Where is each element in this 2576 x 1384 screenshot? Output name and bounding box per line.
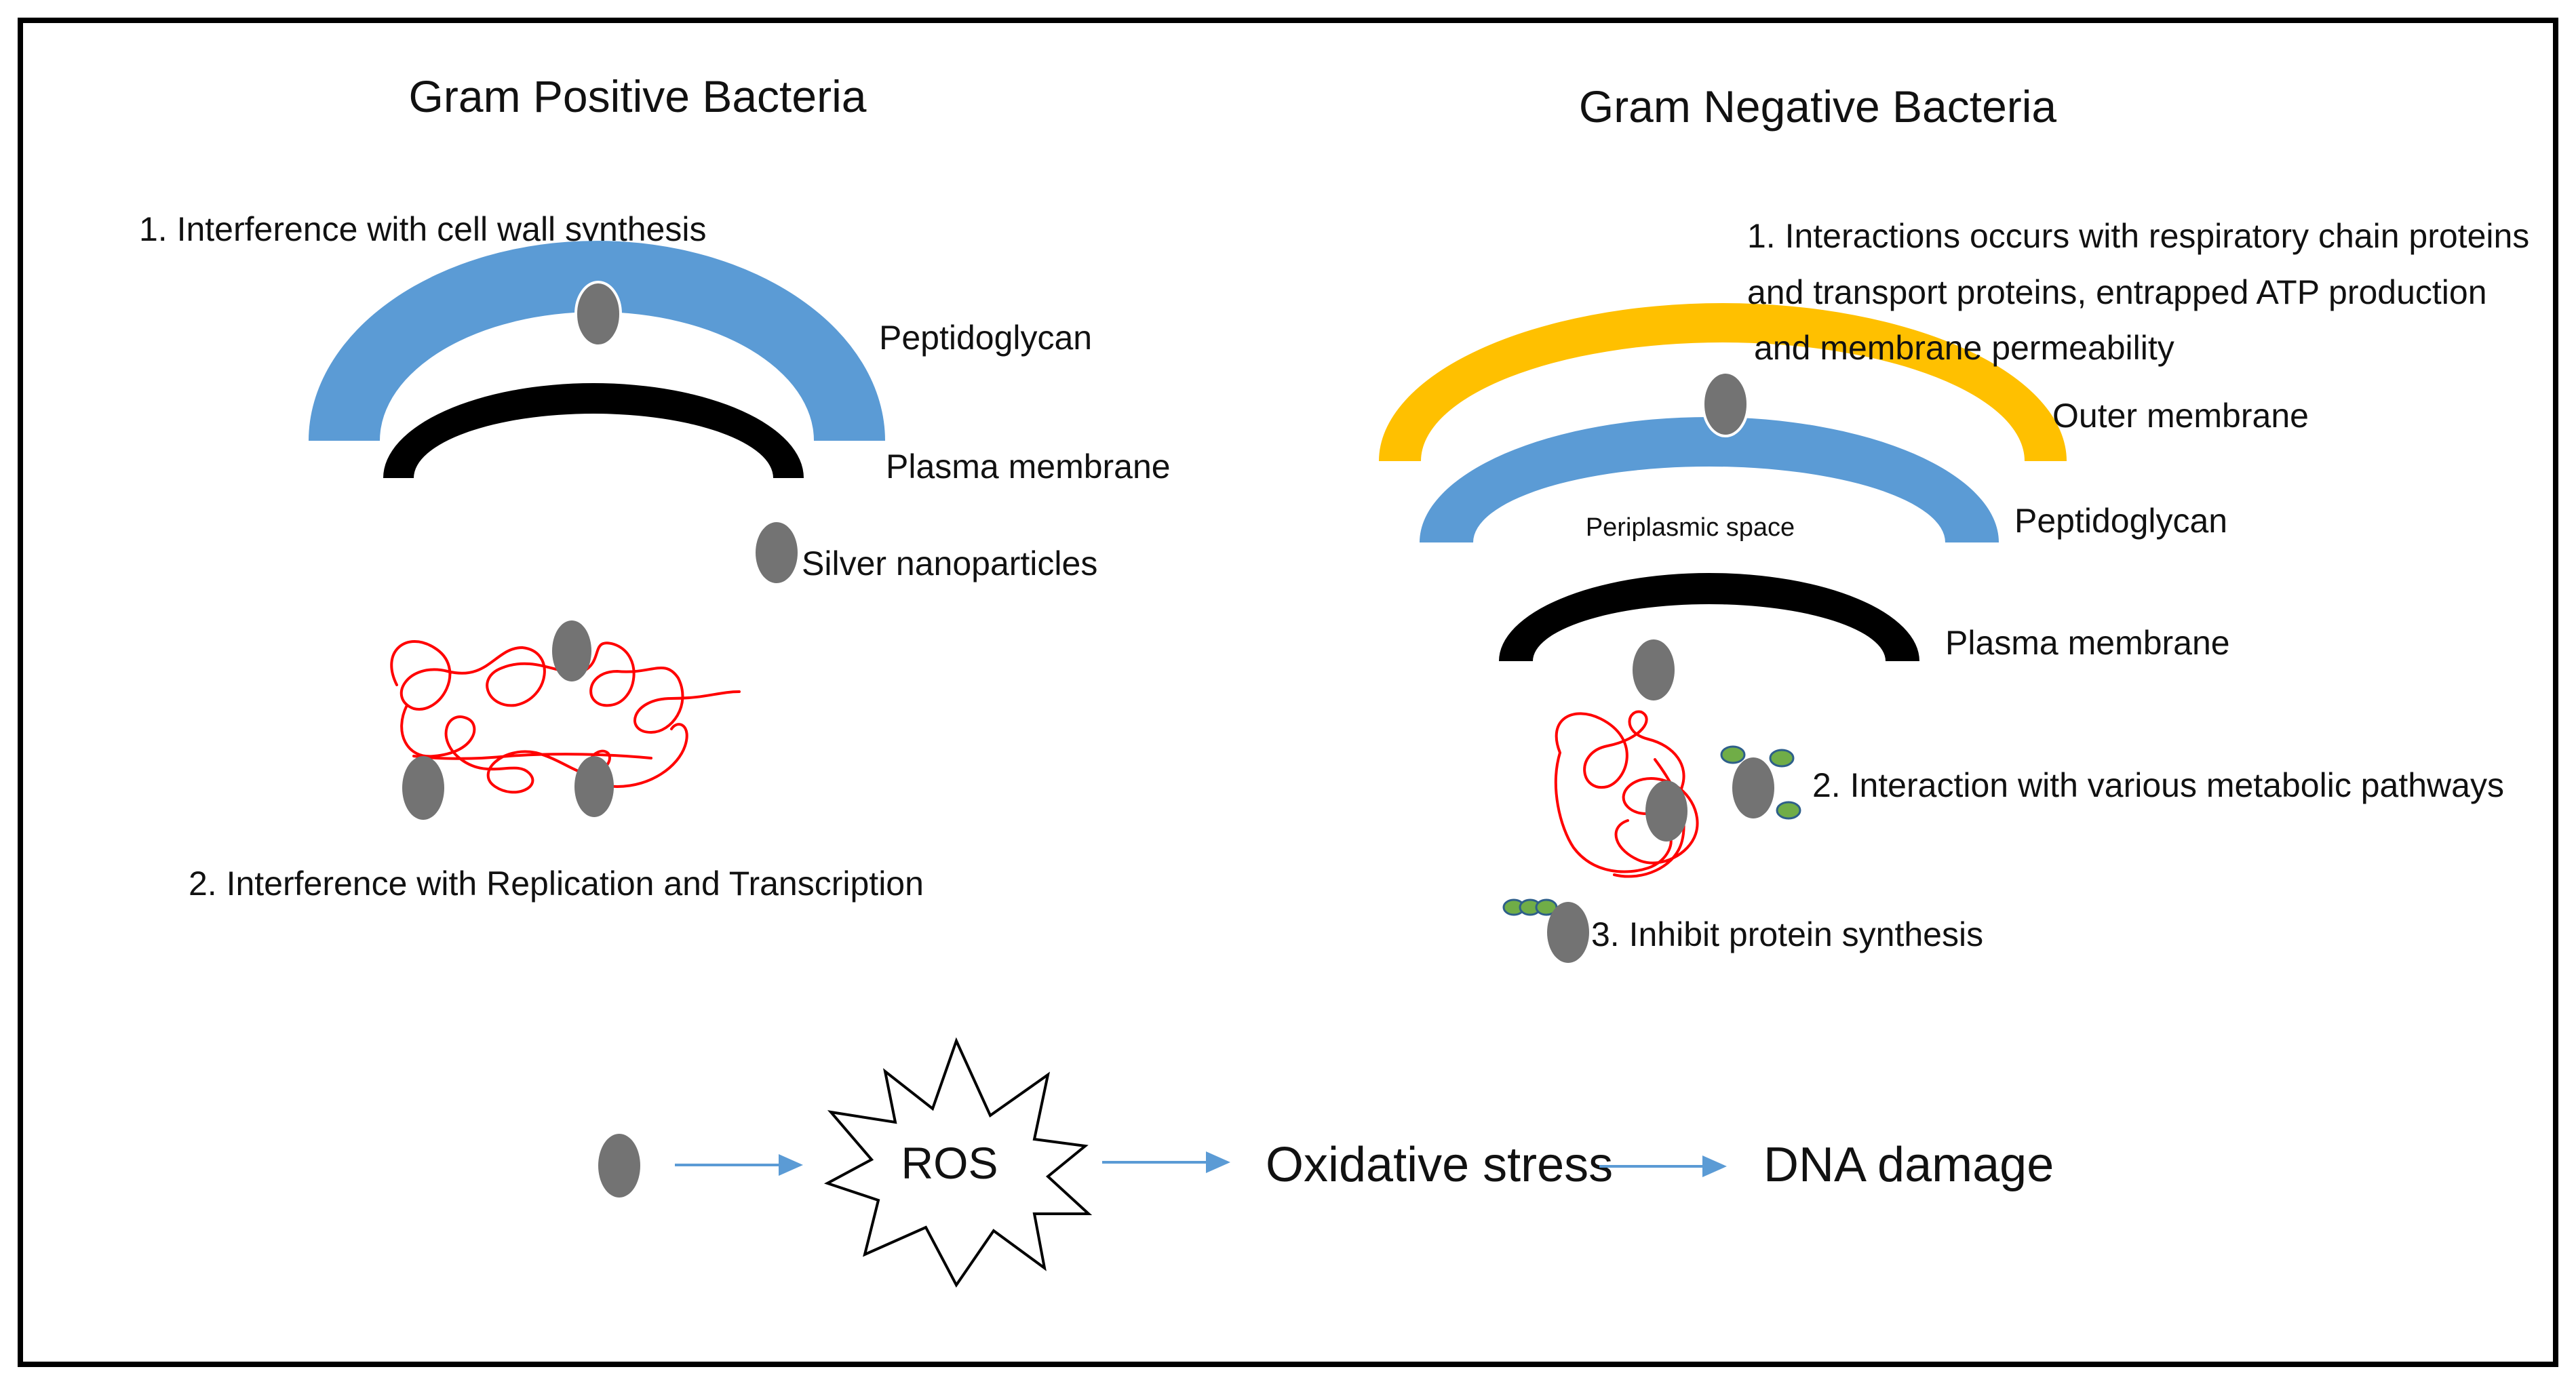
- figure-border: [18, 18, 2558, 1367]
- gp-nanoparticle-legend-label: Silver nanoparticles: [802, 545, 1097, 582]
- gn-mechanism-1-line-1: 1. Interactions occurs with respiratory …: [1747, 217, 2529, 255]
- gn-protein-nanoparticle-icon: [1547, 902, 1589, 963]
- gp-mechanism-2-text: 2. Interference with Replication and Tra…: [189, 865, 924, 903]
- gram-negative-panel: Gram Negative Bacteria 1. Interactions o…: [1379, 81, 2529, 963]
- gn-outer-membrane-label: Outer membrane: [2052, 397, 2309, 435]
- gn-periplasmic-space-label: Periplasmic space: [1586, 513, 1795, 542]
- gram-positive-title: Gram Positive Bacteria: [409, 71, 867, 121]
- oxidative-stress-label: Oxidative stress: [1266, 1138, 1613, 1192]
- gram-positive-panel: Gram Positive Bacteria 1. Interference w…: [139, 71, 1171, 903]
- gp-plasma-membrane-layer: [383, 383, 804, 478]
- legend-nanoparticle-icon: [756, 522, 798, 583]
- gn-mechanism-1-line-2: and transport proteins, entrapped ATP pr…: [1747, 273, 2487, 311]
- gn-mechanism-2-text: 2. Interaction with various metabolic pa…: [1812, 766, 2504, 804]
- gram-negative-title: Gram Negative Bacteria: [1579, 81, 2057, 132]
- ros-burst-shape: [823, 1037, 1093, 1288]
- gn-membrane-nanoparticle-icon: [1702, 371, 1749, 437]
- gn-mechanism-1-line-3: and membrane permeability: [1754, 329, 2174, 367]
- enzyme-icon: [1720, 745, 1746, 764]
- gn-dna-nanoparticle-icon-1: [1633, 639, 1675, 700]
- gn-plasma-membrane-layer: [1499, 573, 1919, 661]
- pathway-nanoparticle-icon: [598, 1134, 640, 1198]
- gp-peptidoglycan-label: Peptidoglycan: [879, 319, 1092, 357]
- enzyme-icon: [1769, 749, 1795, 768]
- gn-outer-membrane-layer: [1379, 303, 2067, 461]
- gn-peptidoglycan-layer: [1420, 417, 1999, 542]
- dna-damage-label: DNA damage: [1763, 1138, 2054, 1192]
- ros-label: ROS: [901, 1138, 998, 1188]
- gp-peptidoglycan-layer: [309, 241, 885, 441]
- enzyme-icon: [1776, 801, 1801, 820]
- gp-dna-nanoparticle-icon-3: [574, 756, 614, 817]
- gn-peptidoglycan-label: Peptidoglycan: [2014, 502, 2227, 540]
- gn-dna-nanoparticle-icon-2: [1645, 780, 1687, 842]
- nanoparticle-icon: [574, 281, 622, 347]
- ros-pathway: ROS Oxidative stress DNA damage: [598, 1037, 2054, 1288]
- gn-plasma-membrane-label: Plasma membrane: [1945, 624, 2230, 662]
- gp-dna-nanoparticle-icon-2: [402, 756, 444, 820]
- gp-plasma-membrane-label: Plasma membrane: [886, 448, 1171, 486]
- gp-dna-nanoparticle-icon-1: [552, 620, 591, 681]
- gn-mechanism-3-text: 3. Inhibit protein synthesis: [1591, 915, 1983, 953]
- gn-metabolic-nanoparticle-icon: [1732, 757, 1774, 818]
